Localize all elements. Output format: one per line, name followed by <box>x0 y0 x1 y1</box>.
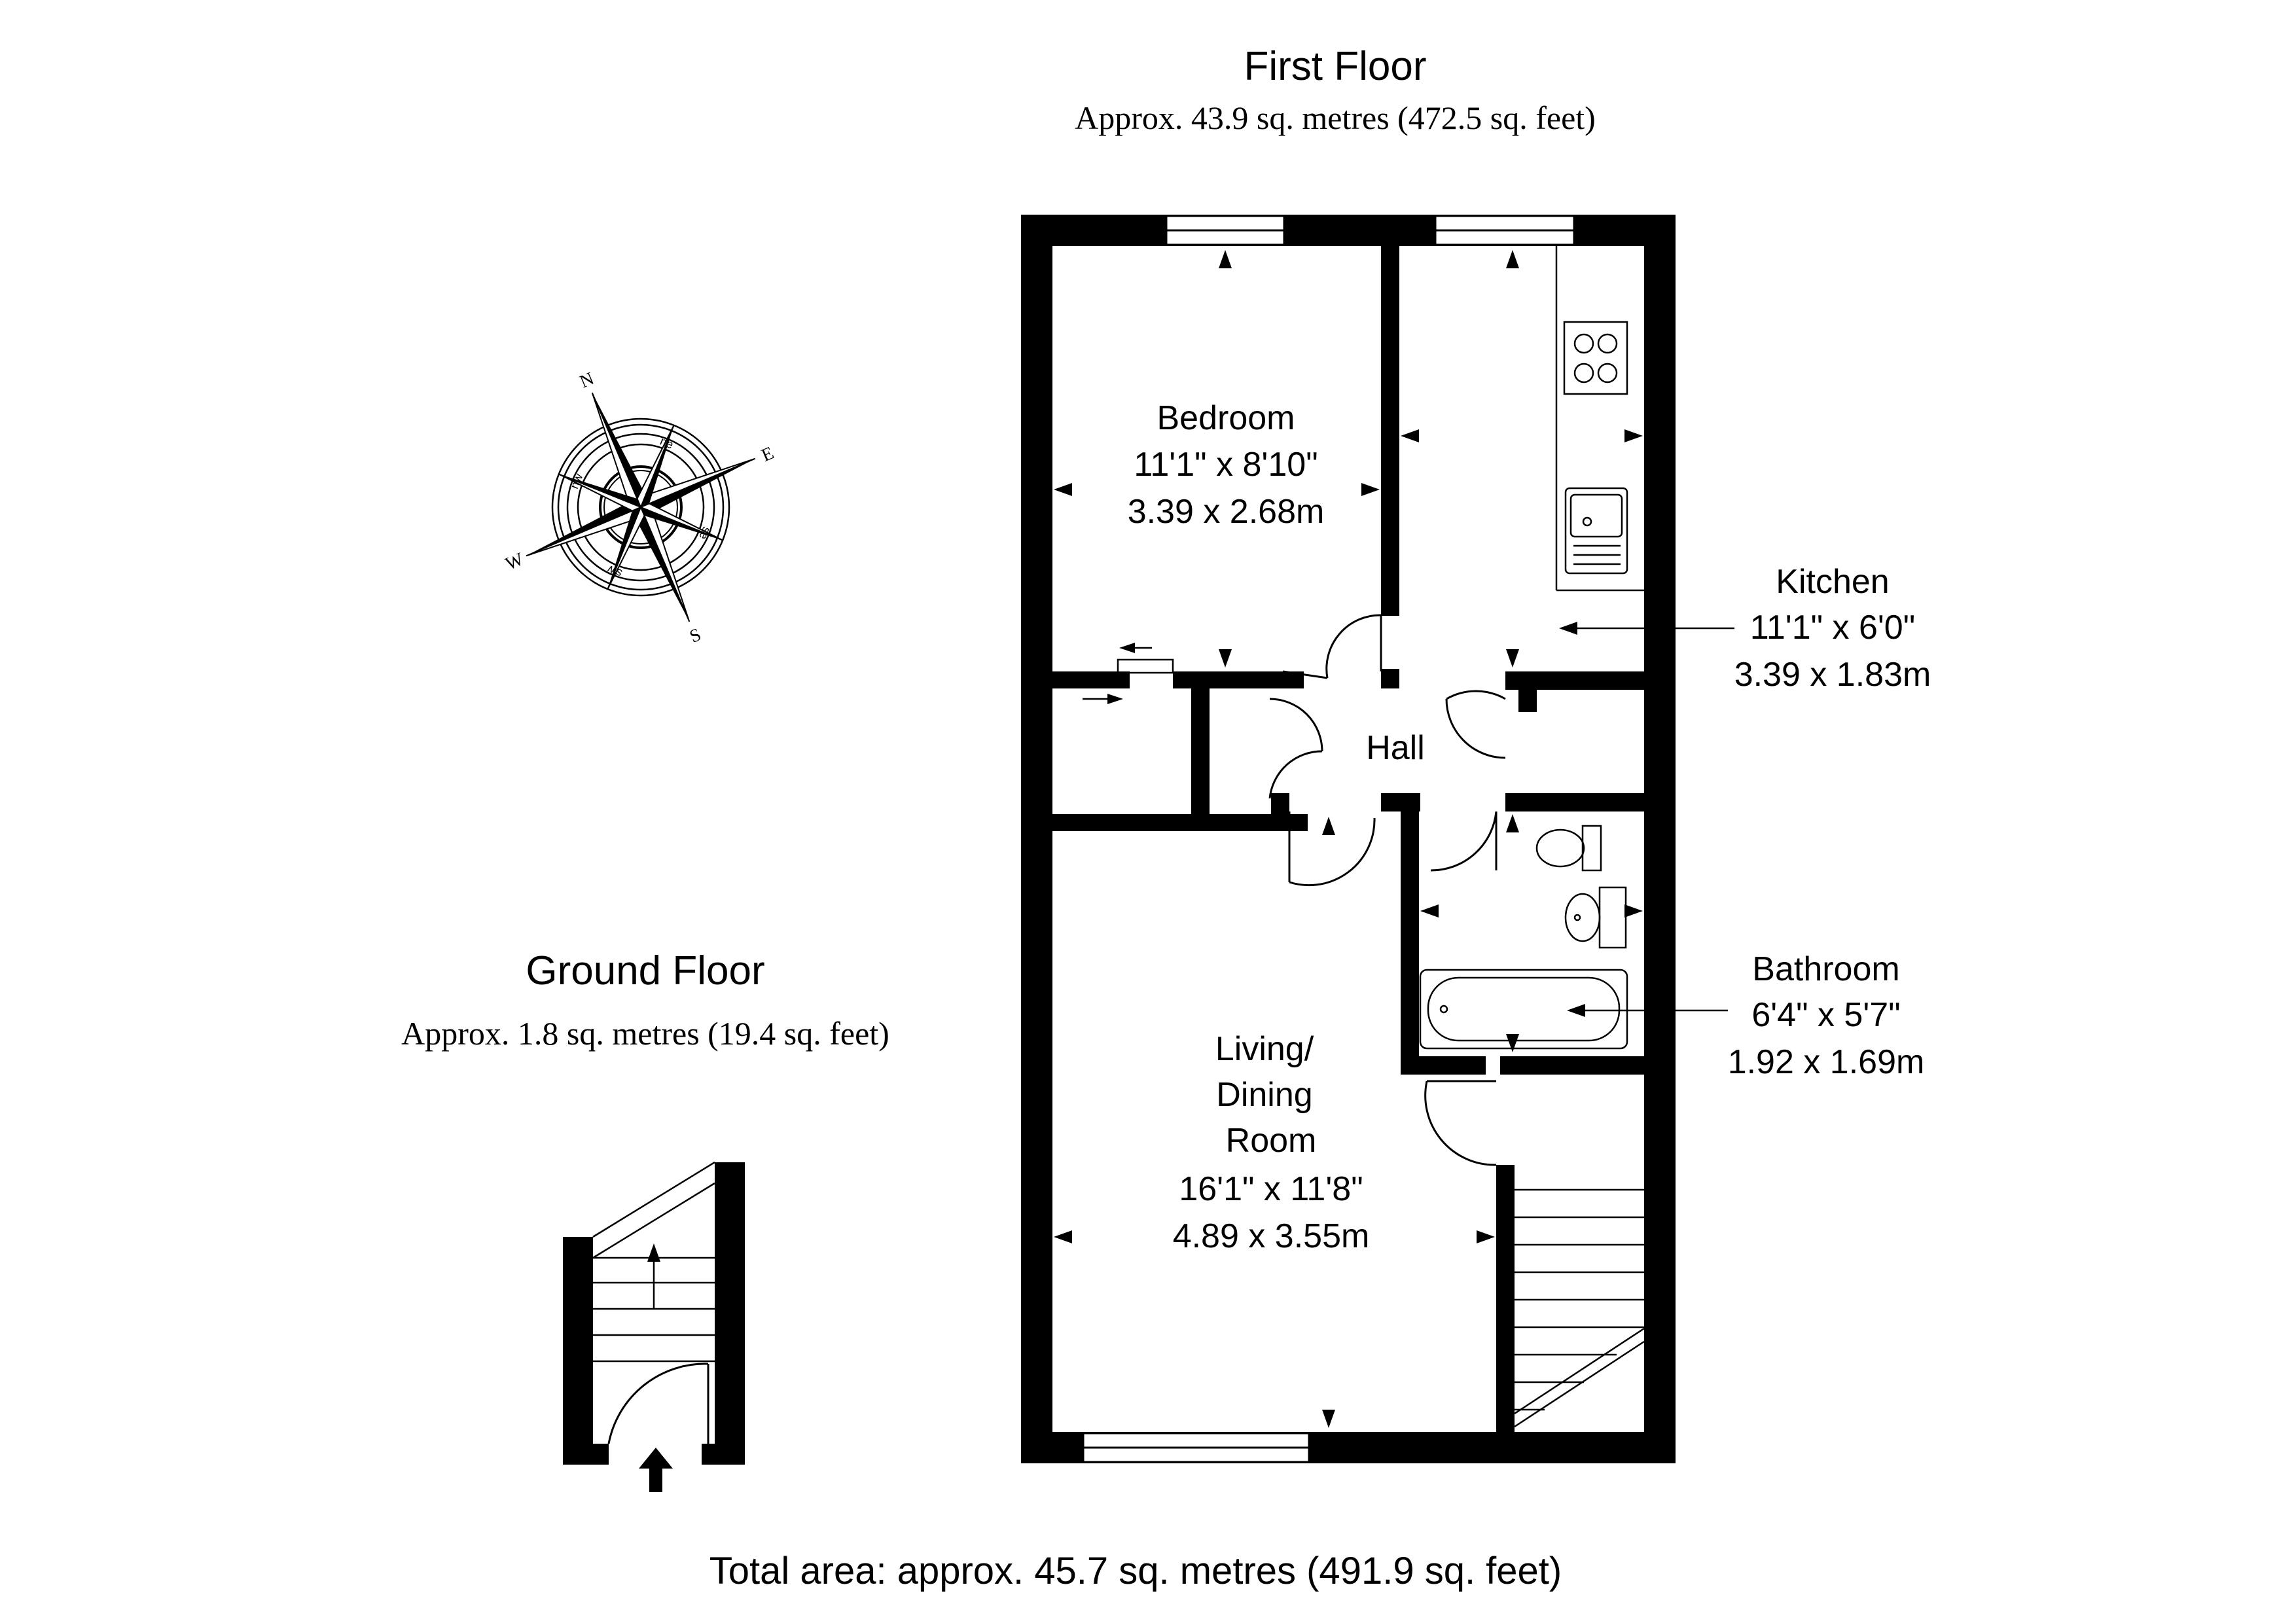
bedroom-name: Bedroom <box>1157 399 1295 437</box>
living-metric: 4.89 x 3.55m <box>1173 1217 1370 1255</box>
kitchen-door <box>1445 690 1506 759</box>
dimension-arrows <box>1054 250 1734 1428</box>
cupboard-sliding-door <box>1051 658 1174 687</box>
kitchen-imperial: 11'1" x 6'0" <box>1750 609 1915 647</box>
first-floor-title: First Floor <box>1244 44 1427 89</box>
sink-icon <box>1564 487 1628 575</box>
hall-name: Hall <box>1366 729 1425 767</box>
entrance-arrow-icon <box>639 1448 673 1492</box>
bedroom-metric: 3.39 x 2.68m <box>1128 493 1325 531</box>
compass-icon: N E S W ne se sw nw <box>503 368 777 647</box>
compass-e: E <box>759 443 777 466</box>
total-area: Total area: approx. 45.7 sq. metres (491… <box>709 1550 1562 1592</box>
ground-staircase <box>592 1161 715 1363</box>
first-floor-plan: Bedroom 11'1" x 8'10" 3.39 x 2.68m Hall … <box>1021 215 1734 1463</box>
kitchen-metric: 3.39 x 1.83m <box>1734 656 1931 694</box>
hob-icon <box>1563 321 1628 395</box>
bathroom-metric: 1.92 x 1.69m <box>1728 1043 1925 1081</box>
stair-door <box>1424 1080 1497 1166</box>
compass-s: S <box>687 624 704 647</box>
kitchen-name: Kitchen <box>1776 563 1889 601</box>
bathroom-door <box>1430 811 1498 872</box>
compass-w: W <box>503 549 527 575</box>
ground-floor-area: Approx. 1.8 sq. metres (19.4 sq. feet) <box>401 1015 889 1052</box>
living-name-line3: Room <box>1226 1122 1317 1160</box>
bathroom-name: Bathroom <box>1752 950 1899 988</box>
bathroom-imperial: 6'4" x 5'7" <box>1751 996 1900 1034</box>
living-door <box>1288 812 1376 887</box>
ground-floor-title: Ground Floor <box>526 948 764 993</box>
cupboard-door <box>1268 698 1323 799</box>
bath-icon <box>1419 969 1628 1050</box>
toilet-icon <box>1535 825 1602 872</box>
front-door <box>607 1363 709 1444</box>
living-name-line2: Dining <box>1216 1076 1312 1114</box>
bedroom-imperial: 11'1" x 8'10" <box>1134 446 1318 484</box>
first-floor-area: Approx. 43.9 sq. metres (472.5 sq. feet) <box>1075 99 1596 136</box>
kitchen-worktop <box>1555 246 1644 592</box>
compass-n: N <box>577 368 597 392</box>
living-name-line1: Living/ <box>1215 1030 1314 1068</box>
living-imperial: 16'1" x 11'8" <box>1179 1170 1363 1208</box>
basin-icon <box>1564 886 1627 949</box>
staircase <box>1514 1188 1645 1428</box>
ground-floor-plan <box>563 1161 745 1492</box>
bedroom-door <box>1282 614 1382 679</box>
